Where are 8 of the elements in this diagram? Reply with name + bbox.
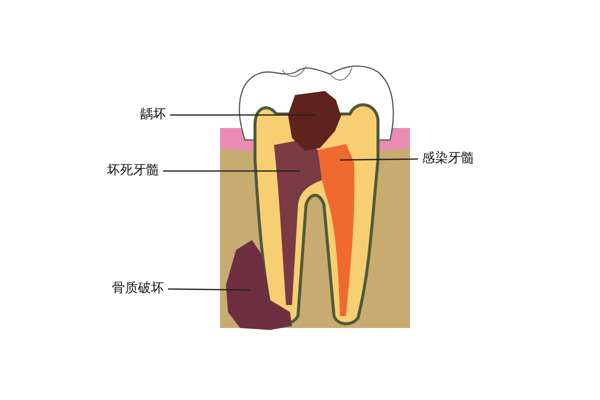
part-label: 骨质破坏 [112,281,164,296]
part-label: 龋坏 [140,107,166,122]
leader-line [168,288,250,291]
leader-line [163,170,300,172]
leader-line [340,158,418,161]
part-label: 坏死牙髓 [107,163,159,178]
part-label: 感染牙髓 [422,151,474,166]
leader-line [170,114,315,116]
